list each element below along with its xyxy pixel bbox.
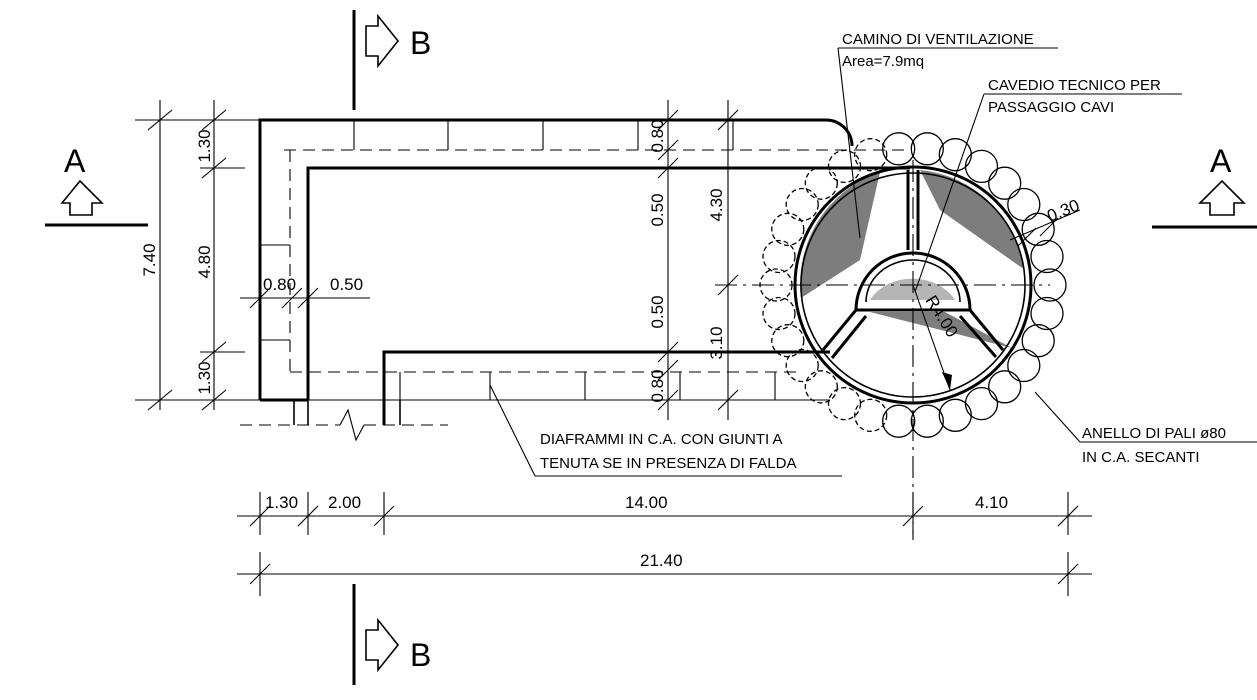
secant-pile: [1021, 324, 1055, 358]
dim-mid-top-wall: 0.80: [648, 119, 667, 152]
note-cavedio: CAVEDIO TECNICO PER PASSAGGIO CAVI: [914, 77, 1182, 293]
diaphragm-panel-joints: [240, 120, 910, 442]
dim-left-top: 1.30: [195, 129, 214, 162]
dim-left-mid: 4.80: [195, 245, 214, 278]
secant-pile: [1007, 348, 1041, 383]
dim-bottom-1: 1.30: [265, 493, 298, 512]
secant-pile: [1007, 187, 1041, 222]
bottom-dimensions: 1.30 2.00 14.00 4.10 21.40: [237, 492, 1092, 596]
dim-shaft-upper: 4.30: [707, 188, 726, 221]
section-label-b-top: B: [410, 25, 431, 61]
secant-pile: [785, 187, 819, 222]
secant-pile: [882, 404, 916, 438]
secant-pile: [827, 149, 862, 184]
note-diaframmi-line2: TENUTA SE IN PRESENZA DI FALDA: [540, 455, 796, 472]
section-marker-a-left: A: [45, 143, 148, 227]
secant-pile: [910, 404, 944, 438]
secant-pile: [1030, 239, 1064, 274]
secant-pile: [762, 296, 796, 331]
dim-wall-inner: 0.50: [330, 275, 363, 294]
secant-pile: [854, 138, 888, 172]
dim-bottom-total: 21.40: [640, 551, 683, 570]
note-camino-area: Area=7.9mq: [842, 53, 924, 70]
dim-ring-thickness: 0.30: [1044, 196, 1082, 226]
secant-pile: [762, 239, 796, 274]
dim-bottom-4: 4.10: [975, 493, 1008, 512]
secant-pile: [771, 212, 805, 246]
section-label-a-left: A: [64, 143, 86, 179]
left-dimensions: 7.40 1.30 4.80 1.30 0.80 0.50: [135, 100, 370, 411]
section-label-a-right: A: [1210, 143, 1232, 179]
note-camino: CAMINO DI VENTILAZIONE Area=7.9mq: [837, 31, 1058, 239]
secant-pile: [988, 166, 1022, 200]
section-label-b-bottom: B: [410, 637, 431, 673]
section-marker-b-bottom: B: [352, 584, 431, 685]
note-diaframmi: DIAFRAMMI IN C.A. CON GIUNTI A TENUTA SE…: [489, 384, 842, 477]
note-camino-title: CAMINO DI VENTILAZIONE: [842, 31, 1034, 48]
secant-pile: [938, 398, 972, 432]
middle-dimensions: 0.80 0.50 0.50 0.80 4.30 3.10: [648, 100, 739, 420]
dim-wall-outer: 0.80: [263, 275, 296, 294]
note-anello: ANELLO DI PALI ø80 IN C.A. SECANTI: [1034, 391, 1257, 466]
section-marker-b-top: B: [352, 10, 431, 110]
secant-pile: [785, 348, 819, 383]
dim-mid-gap-top: 0.50: [648, 193, 667, 226]
note-cavedio-line1: CAVEDIO TECNICO PER: [988, 77, 1161, 94]
secant-pile: [804, 370, 838, 404]
secant-pile: [804, 166, 838, 200]
dim-bottom-3: 14.00: [625, 493, 668, 512]
secant-pile: [1033, 268, 1067, 302]
secant-pile: [988, 370, 1022, 404]
note-cavedio-line2: PASSAGGIO CAVI: [988, 99, 1114, 116]
secant-pile: [882, 132, 916, 166]
secant-pile: [1030, 296, 1064, 331]
secant-pile: [854, 398, 888, 432]
secant-pile: [910, 132, 944, 166]
secant-pile: [964, 149, 999, 184]
dim-shaft-lower: 3.10: [707, 326, 726, 359]
secant-pile: [1021, 212, 1055, 246]
secant-pile: [827, 386, 862, 421]
note-anello-line1: ANELLO DI PALI ø80: [1082, 425, 1226, 442]
shaft-structure: [715, 160, 1050, 540]
note-diaframmi-line1: DIAFRAMMI IN C.A. CON GIUNTI A: [540, 431, 783, 448]
dim-left-total: 7.40: [140, 243, 159, 276]
dim-mid-bottom-wall: 0.80: [648, 369, 667, 402]
section-marker-a-right: A: [1152, 143, 1257, 229]
dim-bottom-2: 2.00: [328, 493, 361, 512]
secant-pile: [771, 324, 805, 358]
dim-mid-gap-bottom: 0.50: [648, 295, 667, 328]
secant-pile: [964, 386, 999, 421]
note-anello-line2: IN C.A. SECANTI: [1082, 449, 1200, 466]
dim-left-bottom: 1.30: [195, 361, 214, 394]
